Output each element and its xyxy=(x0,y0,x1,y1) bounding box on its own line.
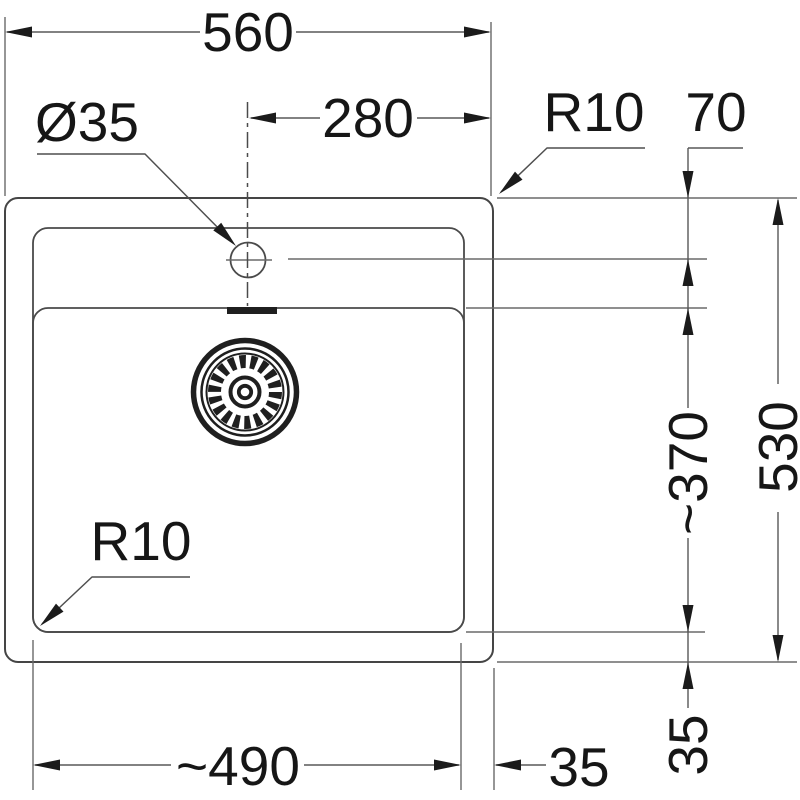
drain-strainer xyxy=(190,337,300,447)
label-side-gap: 35 xyxy=(548,736,609,798)
arrowhead-radius-top xyxy=(499,171,523,194)
arrowhead-530-bottom xyxy=(772,635,784,662)
arrowhead-35h-right xyxy=(494,759,521,771)
label-bowl-depth: ~370 xyxy=(657,411,719,535)
arrowhead-370-top xyxy=(682,308,694,335)
arrowhead-280-right xyxy=(464,112,491,124)
arrowhead-35v-bottom xyxy=(682,662,694,689)
label-overall-depth: 530 xyxy=(747,401,800,493)
arrowhead-490-right xyxy=(434,759,461,771)
arrowhead-280-left xyxy=(249,112,276,124)
arrowhead-70-top xyxy=(682,171,694,198)
label-edge-to-hole: 70 xyxy=(685,81,746,143)
bowl-edge xyxy=(32,307,465,633)
label-radius-top: R10 xyxy=(544,81,645,143)
drain-outer-ring xyxy=(190,337,300,447)
leader-radius-bowl xyxy=(41,576,190,625)
label-bowl-width: ~490 xyxy=(176,735,300,797)
drain-ring-3 xyxy=(205,352,285,432)
arrowhead-530-top xyxy=(772,198,784,225)
arrowhead-560-right xyxy=(464,26,491,38)
arrowhead-70-bottom xyxy=(682,259,694,286)
overflow-slot xyxy=(227,307,277,314)
label-overall-width: 560 xyxy=(202,1,294,63)
arrowhead-490-left xyxy=(33,759,60,771)
drain-center-ring xyxy=(228,375,262,409)
leader-hole-diameter xyxy=(37,153,234,244)
drain-ring-2 xyxy=(200,347,290,437)
leader-radius-top xyxy=(500,147,645,193)
arrowhead-hole-leader xyxy=(213,222,236,246)
label-bottom-gap: 35 xyxy=(657,714,719,775)
drain-slots xyxy=(208,355,282,429)
label-radius-bowl: R10 xyxy=(91,510,192,572)
arrowhead-370-bottom xyxy=(682,605,694,632)
arrowhead-560-left xyxy=(5,26,32,38)
sink-outer-edge xyxy=(4,197,494,663)
arrowhead-radius-bowl xyxy=(40,603,64,626)
label-hole-offset: 280 xyxy=(322,87,414,149)
label-hole-diameter: Ø35 xyxy=(35,91,139,153)
drain-center-hole xyxy=(236,383,254,401)
